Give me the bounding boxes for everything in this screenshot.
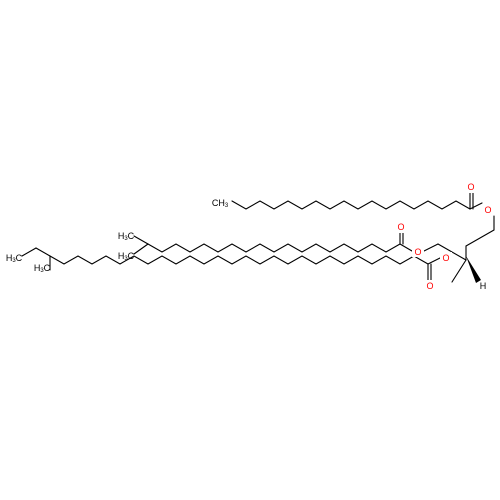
bottom-ethyl-bond <box>21 247 37 257</box>
middle-ester-oxygen: O <box>414 247 421 257</box>
top-acyl-chain <box>231 191 495 247</box>
middle-ester-bond <box>399 243 413 252</box>
middle-carbonyl-oxygen: O <box>397 222 404 232</box>
middle-methyl-bond-1 <box>133 235 149 245</box>
middle-chain-bonds <box>147 243 401 253</box>
middle-methyl-upper: H3C <box>118 231 135 242</box>
top-carbonyl-oxygen: O <box>467 182 474 192</box>
middle-methyl-bond-2 <box>133 243 149 255</box>
top-ester-bond <box>469 202 483 210</box>
atom-labels: CH3 O O H3C H3C O O H O H3C H3C O <box>6 182 494 291</box>
glycerol-center <box>451 245 481 283</box>
top-terminal-methyl: CH3 <box>212 198 229 209</box>
bottom-chain-bonds <box>49 255 429 265</box>
glycerol-ch-o <box>451 259 467 283</box>
middle-methyl-lower: H3C <box>118 251 135 262</box>
bottom-ester-oxygen: O <box>442 253 449 263</box>
bottom-acyl-chain <box>21 247 441 281</box>
middle-acyl-chain <box>133 231 467 261</box>
top-ch2-ch <box>465 229 495 247</box>
bottom-carbonyl-oxygen: O <box>426 281 433 291</box>
stereo-wedge <box>466 256 481 283</box>
top-ester-oxygen: O <box>484 205 491 215</box>
bottom-ethyl-bond-2 <box>35 247 51 257</box>
bottom-ester-bond <box>427 257 441 265</box>
middle-ester-o-ch2 <box>423 243 439 252</box>
stereo-hydrogen: H <box>480 281 487 291</box>
bottom-branch-methyl: H3C <box>34 263 51 274</box>
bottom-ethyl-methyl: H3C <box>6 253 23 264</box>
top-chain-bonds <box>231 200 471 210</box>
